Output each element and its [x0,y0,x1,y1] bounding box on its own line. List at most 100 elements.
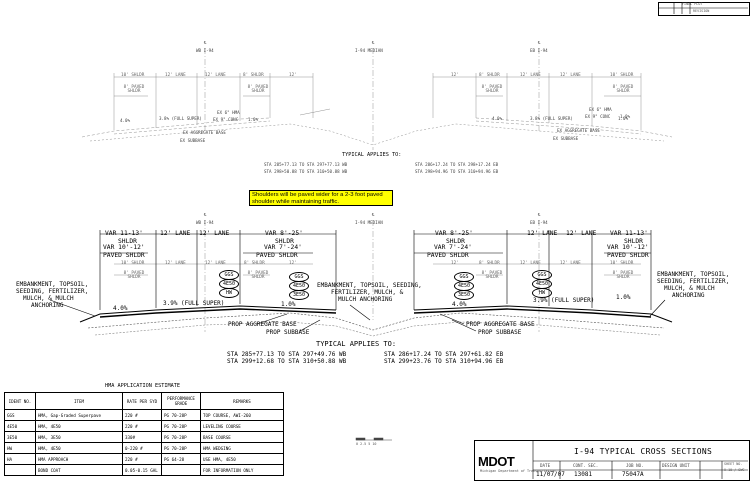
paved-shldr: 8' PAVED SHLDR [612,85,634,95]
dim: 12' LANE [160,230,191,237]
dim: VAR 11-13' [610,230,648,237]
paved-shldr: 8' PAVED SHLDR [123,271,145,281]
dim: VAR 10'-12' [103,244,145,251]
dim: SHLDR [118,238,137,245]
cl-wb-label: WB I-94 [196,48,214,53]
dim: 12' LANE [560,73,581,78]
super-label: 3.9% (FULL SUPER) [163,300,225,307]
dim: 8' SHLDR [244,261,265,266]
scale-bar-label: 0 2.5 5 10 [356,442,377,446]
table-header-row: IDENT NO. ITEM RATE PER SYD PERFORMANCE … [4,392,284,410]
dim: 12' [289,261,297,266]
dim: VAR 8'-25' [265,230,303,237]
station-range: STA 299+12.68 TO STA 310+50.88 WB [227,358,347,365]
hma-table-title: HMA APPLICATION ESTIMATE [105,383,180,389]
dim: VAR 11-13' [105,230,143,237]
dim: VAR 7'-24' [264,244,302,251]
dim: 12' LANE [199,230,230,237]
title-label: DATE [540,463,551,468]
dim: 12' [289,73,297,78]
slope-label: 1.0% [281,301,296,308]
control-section-value: 13081 [574,471,593,478]
dim: SHLDR [624,238,643,245]
hma-application-table: IDENT NO. ITEM RATE PER SYD PERFORMANCE … [4,392,284,476]
dim: VAR 10'-12' [607,244,649,251]
slope-label: 1.0% [616,294,631,301]
hma-code-tag: 3E50 [289,290,309,300]
slope-label: 4.0% [113,305,128,312]
dim: PAVED SHLDR [607,252,649,259]
applies-label: TYPICAL APPLIES TO: [316,340,397,348]
ex-sub: EX SUBBASE [180,138,206,143]
station-range: STA 285+77.13 TO STA 297+77.13 WB [264,162,348,167]
paved-shldr: 8' PAVED SHLDR [123,85,145,95]
column-header: REMARKS [200,392,284,410]
paved-shldr: 8' PAVED SHLDR [247,85,269,95]
paved-shldr: 8' PAVED SHLDR [247,271,269,281]
station-range: STA 286+17.24 TO STA 297+61.82 EB [384,351,504,358]
prop-subbase: PROP SUBBASE [478,329,522,336]
hma-code-tag: HW [532,288,552,298]
dim: 12' LANE [520,261,541,266]
ex-agg: EX AGGREGATE BASE [557,128,600,133]
paved-shldr: 8' PAVED SHLDR [481,85,503,95]
revision-block: FINAL PLOT REVISION [658,2,750,16]
ex-pct: 1.0% [620,114,631,119]
dim: 12' LANE [566,230,597,237]
paved-shldr: 8' PAVED SHLDR [481,271,503,281]
dim: PAVED SHLDR [256,252,298,259]
dim: 12' LANE [165,261,186,266]
dim: 12' [451,73,459,78]
applies-label: TYPICAL APPLIES TO: [342,152,402,158]
dim: 8' SHLDR [479,73,500,78]
column-header: RATE PER SYD [122,392,162,410]
dim: 10' SHLDR [121,261,145,266]
paved-shldr: 8' PAVED SHLDR [612,271,634,281]
paved-shoulder-note: Shoulders will be paved wider for a 2-3 … [249,190,393,206]
super-label: 3.8% (FULL SUPER) [530,116,573,121]
dim: VAR 7'-24' [434,244,472,251]
slope-label: 4.0% [452,301,467,308]
dim: PAVED SHLDR [427,252,469,259]
dim: 12' LANE [205,261,226,266]
ex-agg: EX AGGREGATE BASE [183,130,226,135]
hma-code-tag: HW [219,288,239,298]
prop-agg-base: PROP AGGREGATE BASE [466,321,535,328]
dim: 12' LANE [527,230,558,237]
station-range: STA 298+94.96 TO STA 310+94.96 EB [415,169,499,174]
dim: VAR 8'-25' [435,230,473,237]
station-range: STA 299+23.76 TO STA 310+94.96 EB [384,358,504,365]
column-header: PERFORMANCE GRADE [161,392,201,410]
cl-wb-label: WB I-94 [196,220,214,225]
slope-label: 1.0% [618,116,629,121]
logo-text: MDOT [478,454,515,469]
dim: 12' LANE [520,73,541,78]
cl-eb-label: EB I-94 [530,48,548,53]
dim: 10' SHLDR [610,261,634,266]
title-label: CONT. SEC. [573,463,599,468]
station-range: STA 298+50.88 TO STA 310+50.88 WB [264,169,348,174]
dim: 10' SHLDR [121,73,145,78]
hma-code-tag: 3E50 [454,290,474,300]
dim: 12' LANE [560,261,581,266]
ex-conc: EX 9" CONC [213,117,239,122]
cl-median-label: I-94 MEDIAN [355,48,383,53]
dim: 8' SHLDR [243,73,264,78]
revision-label: REVISION [693,9,710,13]
sheet-title: I-94 TYPICAL CROSS SECTIONS [574,447,713,456]
column-header: ITEM [35,392,123,410]
sheet-number-value: X-10 / SWC [724,468,745,472]
dim: 12' LANE [165,73,186,78]
station-range: STA 286+17.24 TO STA 298+17.24 EB [415,162,499,167]
super-label: 3.8% (FULL SUPER) [159,116,202,121]
ex-conc: EX 9" CONC [585,114,611,119]
prop-subbase: PROP SUBBASE [266,329,310,336]
dim: SHLDR [275,238,294,245]
